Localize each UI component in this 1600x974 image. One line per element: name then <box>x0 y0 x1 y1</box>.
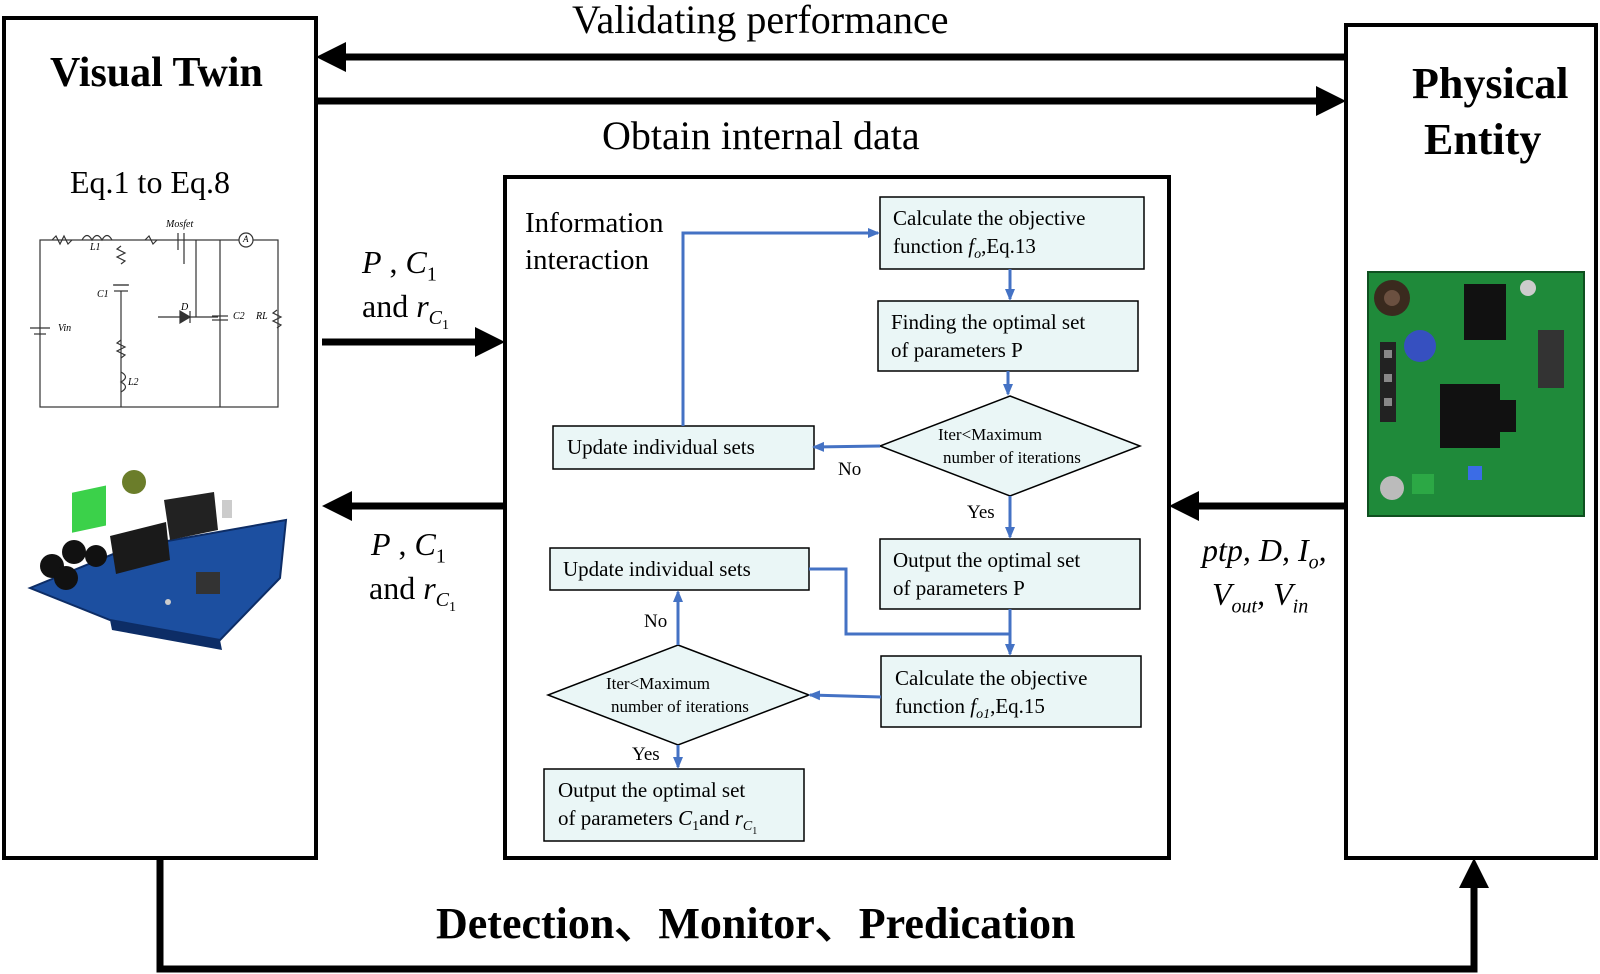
output2-csub: 1 <box>692 819 700 835</box>
info-interaction-line2: interaction <box>525 244 650 276</box>
flow-connectors <box>673 228 1015 769</box>
output2-rsubsub: 1 <box>752 825 758 837</box>
calc1-eq: ,Eq.13 <box>981 234 1036 258</box>
yes2-label: Yes <box>632 744 660 765</box>
info-interaction-line1: Information <box>525 207 664 239</box>
diamond2-line1: Iter<Maximum <box>606 674 711 693</box>
param-out-r: r <box>423 570 436 606</box>
output2-rsub: C <box>742 819 753 835</box>
param-sep: , <box>381 244 406 280</box>
box-calc-objective-1 <box>879 196 1145 270</box>
calc2-function: function <box>895 694 971 718</box>
output2-params: of parameters <box>558 806 679 830</box>
calc1-fsub: o <box>974 247 982 263</box>
ammeter-label: A <box>243 234 249 244</box>
box-output-2 <box>543 768 805 842</box>
find-line1: Finding the optimal set <box>891 310 1086 334</box>
obtain-arrow <box>316 86 1346 116</box>
flowchart-panel <box>503 175 1171 860</box>
mosfet-label: Mosfet <box>166 219 194 230</box>
visual-twin-title: Visual Twin <box>50 50 263 96</box>
physical-entity-panel <box>1344 23 1598 860</box>
diamond2-line2: number of iterations <box>611 697 749 716</box>
obtain-internal-data-label: Obtain internal data <box>602 113 920 158</box>
rl-label: RL <box>256 311 268 322</box>
output2-line2: of parameters C1and rC1 <box>558 808 757 837</box>
bottom-loop-arrow <box>156 858 1489 973</box>
calc1-function: function <box>893 234 969 258</box>
output2-line1: Output the optimal set <box>558 778 746 802</box>
meas-vin: , V <box>1257 576 1293 612</box>
l1-label: L1 <box>90 242 101 253</box>
box-calc-objective-2 <box>880 655 1142 728</box>
param-r-subsub: 1 <box>442 318 449 334</box>
diamond-iter-1 <box>877 395 1143 497</box>
param-r-sub: C <box>428 307 442 330</box>
param-p: P <box>362 244 382 280</box>
measurements-arrow <box>1169 491 1346 521</box>
calc2-fsub: o1 <box>976 707 991 723</box>
param-and: and <box>362 288 417 324</box>
equations-label: Eq.1 to Eq.8 <box>70 164 230 200</box>
param-out-c-sub: 1 <box>435 545 446 568</box>
param-out-and: and <box>369 570 424 606</box>
param-out-p: P <box>371 526 391 562</box>
diamond1-line2: number of iterations <box>943 448 1081 467</box>
output1-line1: Output the optimal set <box>893 548 1081 572</box>
meas-line1-sub: o <box>1308 551 1319 574</box>
param-out-sep: , <box>390 526 415 562</box>
diode-label: D <box>181 302 189 313</box>
meas-vout: V <box>1212 576 1232 612</box>
calc1-line2: function fo,Eq.13 <box>893 236 1036 262</box>
meas-line1-tail: , <box>1318 532 1327 568</box>
yes1-label: Yes <box>967 502 995 523</box>
calc1-line1: Calculate the objective <box>893 206 1086 230</box>
meas-vout-sub: out <box>1231 595 1258 618</box>
param-c-sub: 1 <box>426 263 437 286</box>
circuit-schematic <box>30 232 283 408</box>
visual-twin-panel <box>2 16 318 860</box>
c1-label: C1 <box>97 289 109 300</box>
param-c: C <box>405 244 427 280</box>
output2-c: C <box>678 806 693 830</box>
calc2-f: f <box>970 694 977 718</box>
no2-label: No <box>644 611 668 632</box>
box-output-1 <box>879 538 1141 610</box>
param-r: r <box>416 288 429 324</box>
update1-text: Update individual sets <box>567 435 755 459</box>
params-in-arrow <box>322 327 505 357</box>
pcb-photo-icon <box>1367 271 1585 517</box>
vin-label: Vin <box>58 323 72 334</box>
calc2-line1: Calculate the objective <box>895 666 1088 690</box>
diamond1-line1: Iter<Maximum <box>938 425 1043 444</box>
output2-r: r <box>734 806 743 830</box>
no1-label: No <box>838 459 862 480</box>
param-out-c: C <box>414 526 436 562</box>
box-update-1 <box>552 425 815 470</box>
physical-entity-title-2: Entity <box>1424 115 1542 164</box>
pcb-3d-render-icon <box>27 470 288 650</box>
calc2-line2: function fo1,Eq.15 <box>895 696 1045 722</box>
meas-vin-sub: in <box>1292 595 1309 618</box>
param-out-r-subsub: 1 <box>449 600 456 616</box>
param-out-r-sub: C <box>435 589 449 612</box>
box-update-2 <box>549 547 810 591</box>
detection-monitor-predication-label: Detection、Monitor、Predication <box>436 899 1076 948</box>
update2-text: Update individual sets <box>563 557 751 581</box>
validating-performance-label: Validating performance <box>572 0 949 42</box>
c2-label: C2 <box>233 311 245 322</box>
find-line2: of parameters P <box>891 338 1023 362</box>
l2-label: L2 <box>128 377 139 388</box>
output2-and: and <box>699 806 735 830</box>
calc1-f: f <box>968 234 975 258</box>
physical-entity-title-1: Physical <box>1412 59 1569 108</box>
diamond-iter-2 <box>545 644 812 746</box>
meas-line1: ptp, D, I <box>1202 532 1309 568</box>
output1-line2: of parameters P <box>893 576 1025 600</box>
calc2-eq: ,Eq.15 <box>990 694 1045 718</box>
validating-arrow <box>316 42 1346 72</box>
params-out-arrow <box>322 491 505 521</box>
